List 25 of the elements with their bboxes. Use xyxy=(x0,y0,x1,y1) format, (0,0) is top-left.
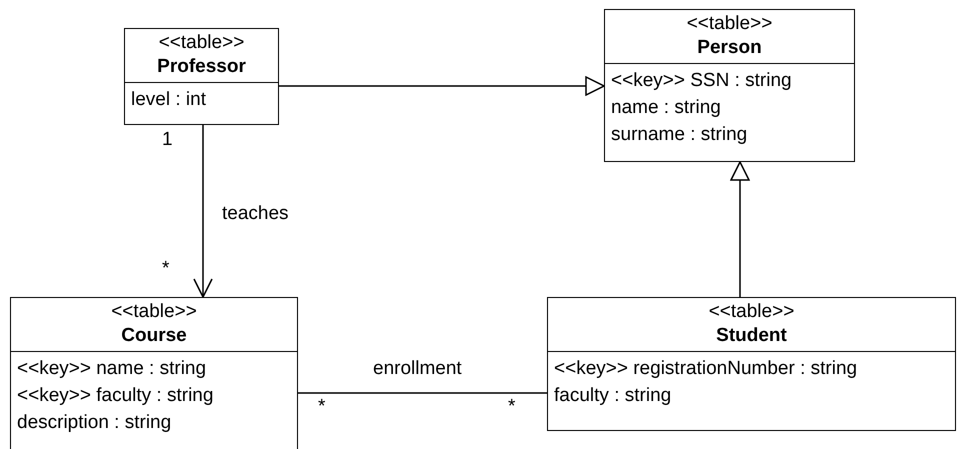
attribute-text: surname : string xyxy=(611,123,748,147)
attribute-text: faculty : string xyxy=(554,384,672,408)
class-box xyxy=(124,28,279,125)
association-line xyxy=(298,392,547,394)
class-name: Student xyxy=(715,324,788,348)
association-arrow xyxy=(193,125,213,298)
attribute-text: <<key>> SSN : string xyxy=(611,69,792,93)
attribute-text: <<key>> registrationNumber : string xyxy=(554,357,858,381)
class-name: Professor xyxy=(156,55,247,79)
stereotype-label: <<table>> xyxy=(158,31,246,55)
generalization-arrow xyxy=(279,76,605,96)
attribute-text: name : string xyxy=(611,96,721,120)
stereotype-label: <<table>> xyxy=(110,300,198,324)
class-name: Person xyxy=(696,36,763,60)
attribute-text: level : int xyxy=(131,88,206,112)
attribute-text: <<key>> name : string xyxy=(17,357,206,381)
generalization-arrow xyxy=(730,161,750,297)
class-box xyxy=(604,9,855,162)
stereotype-label: <<table>> xyxy=(686,12,774,36)
class-name: Course xyxy=(120,324,188,348)
class-box xyxy=(10,297,298,449)
stereotype-label: <<table>> xyxy=(708,300,796,324)
attribute-text: <<key>> faculty : string xyxy=(17,384,214,408)
attribute-text: description : string xyxy=(17,411,172,435)
class-box xyxy=(547,297,956,431)
